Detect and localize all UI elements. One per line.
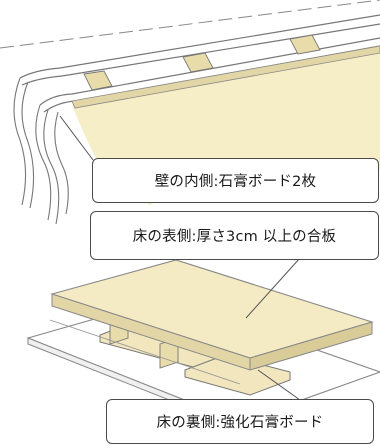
wall-curl-edge-1: [13, 77, 27, 206]
callout-floor-bottom: 床の裏側:強化石膏ボード: [106, 399, 374, 444]
floor-plywood-side-edge: [249, 321, 373, 371]
wall-curl-edge-4: [43, 109, 60, 225]
wall-rail-line-2: [21, 23, 380, 86]
leader-line-wall: [59, 115, 94, 161]
floor-lower-sheet-line: [49, 319, 241, 385]
wall-stud: [83, 70, 113, 91]
wall-rail-line-3: [39, 37, 380, 106]
wall-stud: [289, 34, 321, 55]
leader-line-floor-top: [245, 257, 301, 319]
wall-curl-edge-2: [21, 81, 35, 209]
leader-line-floor-bottom: [257, 369, 301, 401]
wall-top-rail: [0, 0, 380, 49]
wall-curl-edge-5: [54, 111, 69, 215]
wall-rail-line-1: [19, 14, 380, 79]
wall-board-edge: [71, 45, 380, 109]
callout-floor-top: 床の表側:厚さ3cm 以上の合板: [90, 211, 379, 260]
callout-wall-inner: 壁の内側:石膏ボード2枚: [92, 158, 379, 203]
wall-stud: [182, 52, 214, 73]
wall-curl-edge-3: [35, 104, 52, 221]
